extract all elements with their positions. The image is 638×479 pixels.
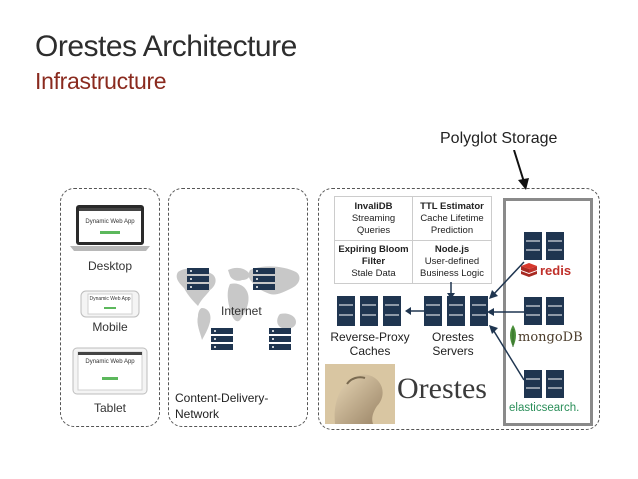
feature-title: Expiring Bloom xyxy=(338,244,409,255)
orestes-servers-label-line1: Orestes xyxy=(431,330,474,344)
elasticsearch-server-icon xyxy=(524,370,564,403)
desktop-screen-title: Dynamic Web App xyxy=(85,219,135,225)
redis-server-icon xyxy=(524,232,564,265)
polyglot-storage-pointer-arrow xyxy=(513,150,529,190)
redis-label: redis xyxy=(540,263,572,278)
mongodb-leaf-icon xyxy=(508,325,518,352)
desktop-device-icon xyxy=(70,204,150,254)
cdn-edge-server-icon xyxy=(253,268,275,295)
cdn-edge-server-icon xyxy=(187,268,209,295)
servers-to-proxy-arrow xyxy=(405,307,424,315)
reverse-proxy-label: Reverse-Proxy Caches xyxy=(328,330,412,358)
orestes-server-icons xyxy=(424,296,490,331)
feature-line: Business Logic xyxy=(420,268,484,279)
cdn-edge-server-icon xyxy=(269,328,291,355)
feature-line: Filter xyxy=(361,256,386,267)
feature-line: Queries xyxy=(356,225,391,236)
feature-nodejs: Node.js User-defined Business Logic xyxy=(413,244,491,280)
page-subtitle: Infrastructure xyxy=(35,68,167,94)
orestes-servers-label-line2: Servers xyxy=(432,344,474,358)
feature-title: Node.js xyxy=(434,244,470,255)
mongodb-label: mongoDB xyxy=(518,330,583,345)
reverse-proxy-label-line2: Caches xyxy=(349,344,391,358)
feature-invalidb: InvaliDB Streaming Queries xyxy=(335,201,412,237)
orestes-logo-text: Orestes xyxy=(397,372,487,405)
feature-line: Stale Data xyxy=(351,268,396,279)
feature-line: User-defined xyxy=(424,256,480,267)
page-title: Orestes Architecture xyxy=(35,30,297,63)
polyglot-storage-label: Polyglot Storage xyxy=(440,130,558,147)
feature-title: TTL Estimator xyxy=(420,201,484,212)
storage-to-servers-arrows xyxy=(487,261,525,381)
feature-table-divider-h xyxy=(335,240,491,241)
feature-ttl-estimator: TTL Estimator Cache Lifetime Prediction xyxy=(413,201,491,237)
cdn-label-line1: Content-Delivery- xyxy=(175,391,269,405)
mobile-device-icon xyxy=(80,290,140,318)
reverse-proxy-server-icons xyxy=(337,296,403,331)
feature-line: Streaming xyxy=(351,213,396,224)
redis-icon xyxy=(519,262,539,283)
feature-table: InvaliDB Streaming Queries TTL Estimator… xyxy=(334,196,492,284)
orestes-statue-image xyxy=(325,364,395,424)
feature-expiring-bloom-filter: Expiring Bloom Filter Stale Data xyxy=(335,244,412,280)
elasticsearch-label: elasticsearch. xyxy=(509,402,580,414)
cdn-label-line2: Network xyxy=(175,407,220,421)
tablet-screen-title: Dynamic Web App xyxy=(85,359,135,365)
tablet-device-icon xyxy=(72,347,148,395)
desktop-label: Desktop xyxy=(87,259,133,273)
cdn-edge-server-icon xyxy=(211,328,233,355)
mongodb-server-icon xyxy=(524,297,564,330)
feature-line: Prediction xyxy=(430,225,474,236)
internet-label: Internet xyxy=(221,304,262,318)
reverse-proxy-label-line1: Reverse-Proxy xyxy=(330,330,410,344)
mobile-label: Mobile xyxy=(92,320,128,334)
cdn-label: Content-Delivery- Network xyxy=(175,390,268,422)
feature-line: Cache Lifetime xyxy=(420,213,484,224)
orestes-servers-label: Orestes Servers xyxy=(418,330,488,358)
tablet-label: Tablet xyxy=(93,401,127,415)
mobile-screen-title: Dynamic Web App xyxy=(89,296,131,302)
feature-title: InvaliDB xyxy=(354,201,393,212)
